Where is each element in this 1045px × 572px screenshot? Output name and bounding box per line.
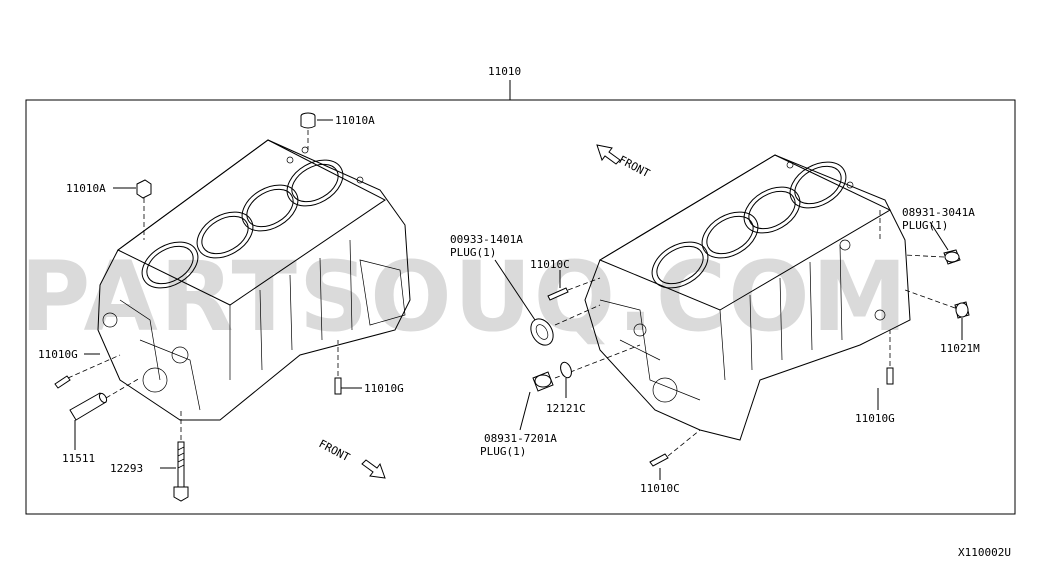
part-11010G-left[interactable] bbox=[54, 375, 71, 389]
label-plug-08931-3041A: PLUG(1) bbox=[902, 219, 948, 232]
label-11010A-left: 11010A bbox=[66, 182, 106, 195]
label-12121C: 12121C bbox=[546, 402, 586, 415]
part-11010G-mid[interactable] bbox=[334, 377, 342, 395]
part-08931-3041A[interactable] bbox=[943, 249, 961, 265]
label-08931-7201A: 08931-7201A bbox=[484, 432, 557, 445]
label-11511: 11511 bbox=[62, 452, 95, 465]
part-11021M[interactable] bbox=[954, 301, 970, 319]
label-11010C-bottom: 11010C bbox=[640, 482, 680, 495]
label-08931-3041A: 08931-3041A bbox=[902, 206, 975, 219]
part-11010C-bottom[interactable] bbox=[649, 453, 669, 467]
cylinder-block-left[interactable] bbox=[97, 139, 411, 421]
label-11010A-top: 11010A bbox=[335, 114, 375, 127]
label-diagram-code: X110002U bbox=[958, 546, 1011, 559]
cylinder-block-right[interactable] bbox=[584, 153, 911, 441]
part-08931-7201A[interactable] bbox=[532, 371, 554, 392]
watermark: PARTSOUQ.COM bbox=[20, 241, 909, 353]
part-12121C[interactable] bbox=[559, 361, 574, 379]
front-arrow-top bbox=[596, 144, 621, 165]
label-11010G-mid: 11010G bbox=[364, 382, 404, 395]
part-11010A-left[interactable] bbox=[136, 179, 152, 199]
part-12293[interactable] bbox=[173, 441, 189, 502]
label-plug-08931-7201A: PLUG(1) bbox=[480, 445, 526, 458]
diagram-frame bbox=[25, 99, 1016, 515]
label-plug-00933: PLUG(1) bbox=[450, 246, 496, 259]
label-11010C-mid: 11010C bbox=[530, 258, 570, 271]
part-11010G-right[interactable] bbox=[886, 367, 894, 385]
label-00933-1401A: 00933-1401A bbox=[450, 233, 523, 246]
label-11010: 11010 bbox=[488, 65, 521, 78]
label-11021M: 11021M bbox=[940, 342, 980, 355]
front-arrow-bottom bbox=[361, 459, 386, 479]
label-11010G-right: 11010G bbox=[855, 412, 895, 425]
part-11010A-top[interactable] bbox=[300, 112, 316, 129]
label-front-top: FRONT bbox=[617, 153, 653, 180]
part-11010C-mid[interactable] bbox=[547, 287, 569, 301]
label-12293: 12293 bbox=[110, 462, 143, 475]
label-11010G-left: 11010G bbox=[38, 348, 78, 361]
label-front-bottom: FRONT bbox=[317, 437, 353, 464]
part-11511[interactable] bbox=[69, 392, 108, 421]
